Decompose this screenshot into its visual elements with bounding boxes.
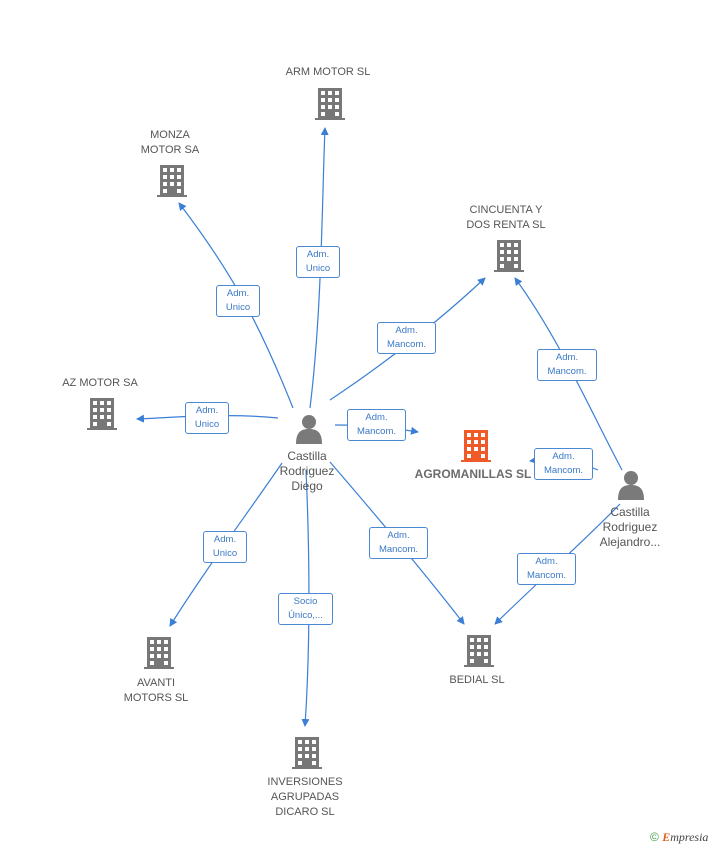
company-label-bedial[interactable]: BEDIAL SL [449, 674, 505, 686]
building-icon[interactable] [157, 165, 187, 197]
edge-label-diego-cincuenta: Adm. Mancom. [377, 322, 436, 354]
copyright-icon: © [650, 830, 659, 844]
person-icon[interactable] [296, 415, 322, 444]
brand-logo[interactable]: Empresia [662, 830, 709, 844]
edge-label-alejandro-bedial: Adm. Mancom. [517, 553, 576, 585]
edge-label-diego-avanti: Adm. Unico [203, 531, 247, 563]
edge-label-diego-arm-motor: Adm. Unico [296, 246, 340, 278]
footer-brand: © Empresia [650, 830, 708, 845]
building-icon[interactable] [144, 637, 174, 669]
building-icon[interactable] [461, 430, 491, 462]
edge-label-alejandro-cincuenta: Adm. Mancom. [537, 349, 597, 381]
edge-label-diego-az-motor: Adm. Unico [185, 402, 229, 434]
edge-label-diego-inversiones: Socio Único,... [278, 593, 333, 625]
company-label-agromanillas[interactable]: AGROMANILLAS SL [414, 467, 532, 481]
building-icon[interactable] [494, 240, 524, 272]
company-label-arm-motor[interactable]: ARM MOTOR SL [285, 66, 371, 78]
person-icon[interactable] [618, 471, 644, 500]
edge-label-diego-bedial: Adm. Mancom. [369, 527, 428, 559]
building-icon[interactable] [464, 635, 494, 667]
company-label-monza-motor[interactable]: MONZA MOTOR SA [140, 129, 200, 156]
company-label-inversiones[interactable]: INVERSIONES AGRUPADAS DICARO SL [267, 776, 343, 818]
person-label-diego[interactable]: Castilla Rodriguez Diego [279, 449, 335, 493]
building-icon[interactable] [87, 398, 117, 430]
edge-label-diego-agromanillas: Adm. Mancom. [347, 409, 406, 441]
company-label-az-motor[interactable]: AZ MOTOR SA [62, 377, 138, 389]
edge-label-diego-monza-motor: Adm. Unico [216, 285, 260, 317]
company-label-cincuenta[interactable]: CINCUENTA Y DOS RENTA SL [466, 204, 546, 231]
person-label-alejandro[interactable]: Castilla Rodriguez Alejandro... [599, 505, 661, 549]
building-icon[interactable] [292, 737, 322, 769]
building-icon[interactable] [315, 88, 345, 120]
edge-label-alejandro-agromanillas: Adm. Mancom. [534, 448, 593, 480]
company-label-avanti[interactable]: AVANTI MOTORS SL [123, 677, 189, 704]
